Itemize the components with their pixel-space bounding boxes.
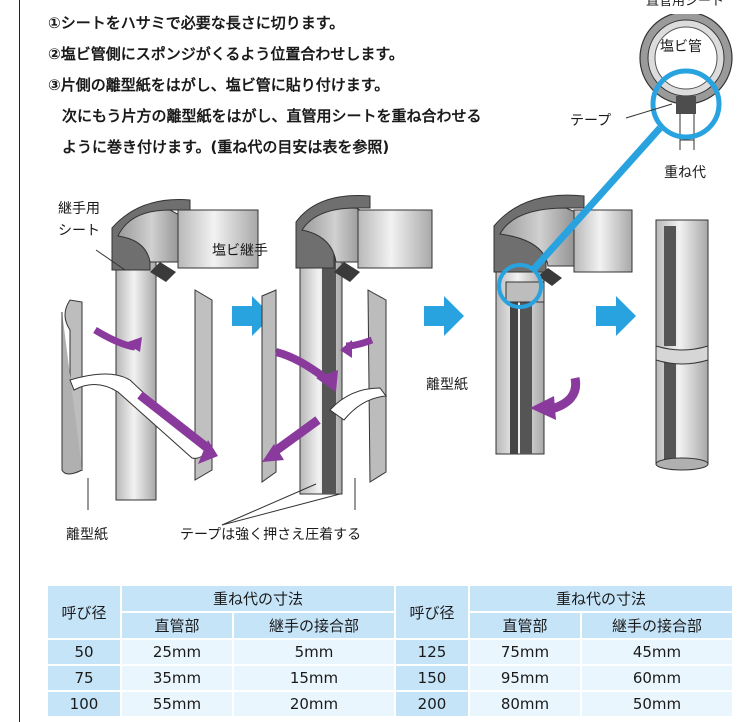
size-cell: 50: [48, 640, 120, 664]
pvc-pipe-label: 塩ビ管: [660, 39, 702, 55]
step-2-illustration: [221, 195, 433, 526]
step-arrow-3: [596, 296, 636, 336]
group-header-right: 重ね代の寸法: [470, 586, 732, 611]
table-row: 50 25mm 5mm 125 75mm 45mm: [48, 640, 732, 664]
nominal-header-left: 呼び径: [48, 586, 120, 638]
size-cell: 100: [48, 692, 120, 716]
straight-cell: 80mm: [470, 692, 580, 716]
release-paper-label-bottom: 離型紙: [66, 527, 108, 543]
step-4-illustration: [655, 219, 709, 471]
size-cell: 125: [396, 640, 468, 664]
group-header-left: 重ね代の寸法: [122, 586, 394, 611]
fitting-sheet-label-2: シート: [58, 223, 100, 239]
installation-illustration: [61, 0, 740, 526]
step-2: ②塩ビ管側にスポンジがくるよう位置合わせします。: [48, 45, 404, 63]
left-border-line: [19, 0, 20, 722]
step-3-continued: 次にもう片方の離型紙をはがし、直管用シートを重ね合わせる: [62, 107, 482, 125]
col-straight-left: 直管部: [122, 613, 232, 638]
release-paper-label-mid: 離型紙: [426, 377, 468, 393]
overlap-label: 重ね代: [664, 165, 706, 181]
table-row: 75 35mm 15mm 150 95mm 60mm: [48, 666, 732, 690]
step-arrow-2: [424, 296, 464, 336]
step-3: ③片側の離型紙をはがし、塩ビ管に貼り付けます。: [48, 76, 390, 94]
joint-cell: 50mm: [582, 692, 732, 716]
step-3-illustration: [493, 125, 663, 455]
joint-cell: 60mm: [582, 666, 732, 690]
straight-cell: 95mm: [470, 666, 580, 690]
tape-note-label: テープは強く押さえ圧着する: [180, 527, 362, 543]
pvc-fitting-label: 塩ビ継手: [212, 243, 268, 259]
table-header-row: 呼び径 重ね代の寸法 呼び径 重ね代の寸法: [48, 586, 732, 638]
straight-cell: 35mm: [122, 666, 232, 690]
joint-cell: 20mm: [234, 692, 394, 716]
fitting-sheet-label-1: 継手用: [58, 201, 100, 217]
tape-label: テープ: [570, 113, 612, 129]
table-subheader-row: 直管部 継手の接合部 直管部 継手の接合部: [48, 613, 732, 638]
pipe-cross-section: [625, 0, 740, 150]
col-joint-left: 継手の接合部: [234, 613, 394, 638]
size-cell: 75: [48, 666, 120, 690]
size-cell: 150: [396, 666, 468, 690]
step-1-illustration: [61, 199, 259, 510]
straight-cell: 25mm: [122, 640, 232, 664]
straight-cell: 55mm: [122, 692, 232, 716]
size-cell: 200: [396, 692, 468, 716]
joint-cell: 15mm: [234, 666, 394, 690]
nominal-header-right: 呼び径: [396, 586, 468, 638]
straight-sheet-label: 直管用シート: [646, 0, 725, 9]
instruction-steps: ①シートをハサミで必要な長さに切ります。 ②塩ビ管側にスポンジがくるよう位置合わ…: [48, 8, 608, 163]
overlap-dimensions-table: 呼び径 重ね代の寸法 呼び径 重ね代の寸法 直管部 継手の接合部 直管部 継手の…: [46, 584, 734, 718]
col-straight-right: 直管部: [470, 613, 580, 638]
step-1: ①シートをハサミで必要な長さに切ります。: [48, 14, 345, 32]
joint-cell: 45mm: [582, 640, 732, 664]
col-joint-right: 継手の接合部: [582, 613, 732, 638]
table-row: 100 55mm 20mm 200 80mm 50mm: [48, 692, 732, 716]
joint-cell: 5mm: [234, 640, 394, 664]
straight-cell: 75mm: [470, 640, 580, 664]
step-3-continued-2: ように巻き付けます。(重ね代の目安は表を参照): [62, 138, 390, 156]
